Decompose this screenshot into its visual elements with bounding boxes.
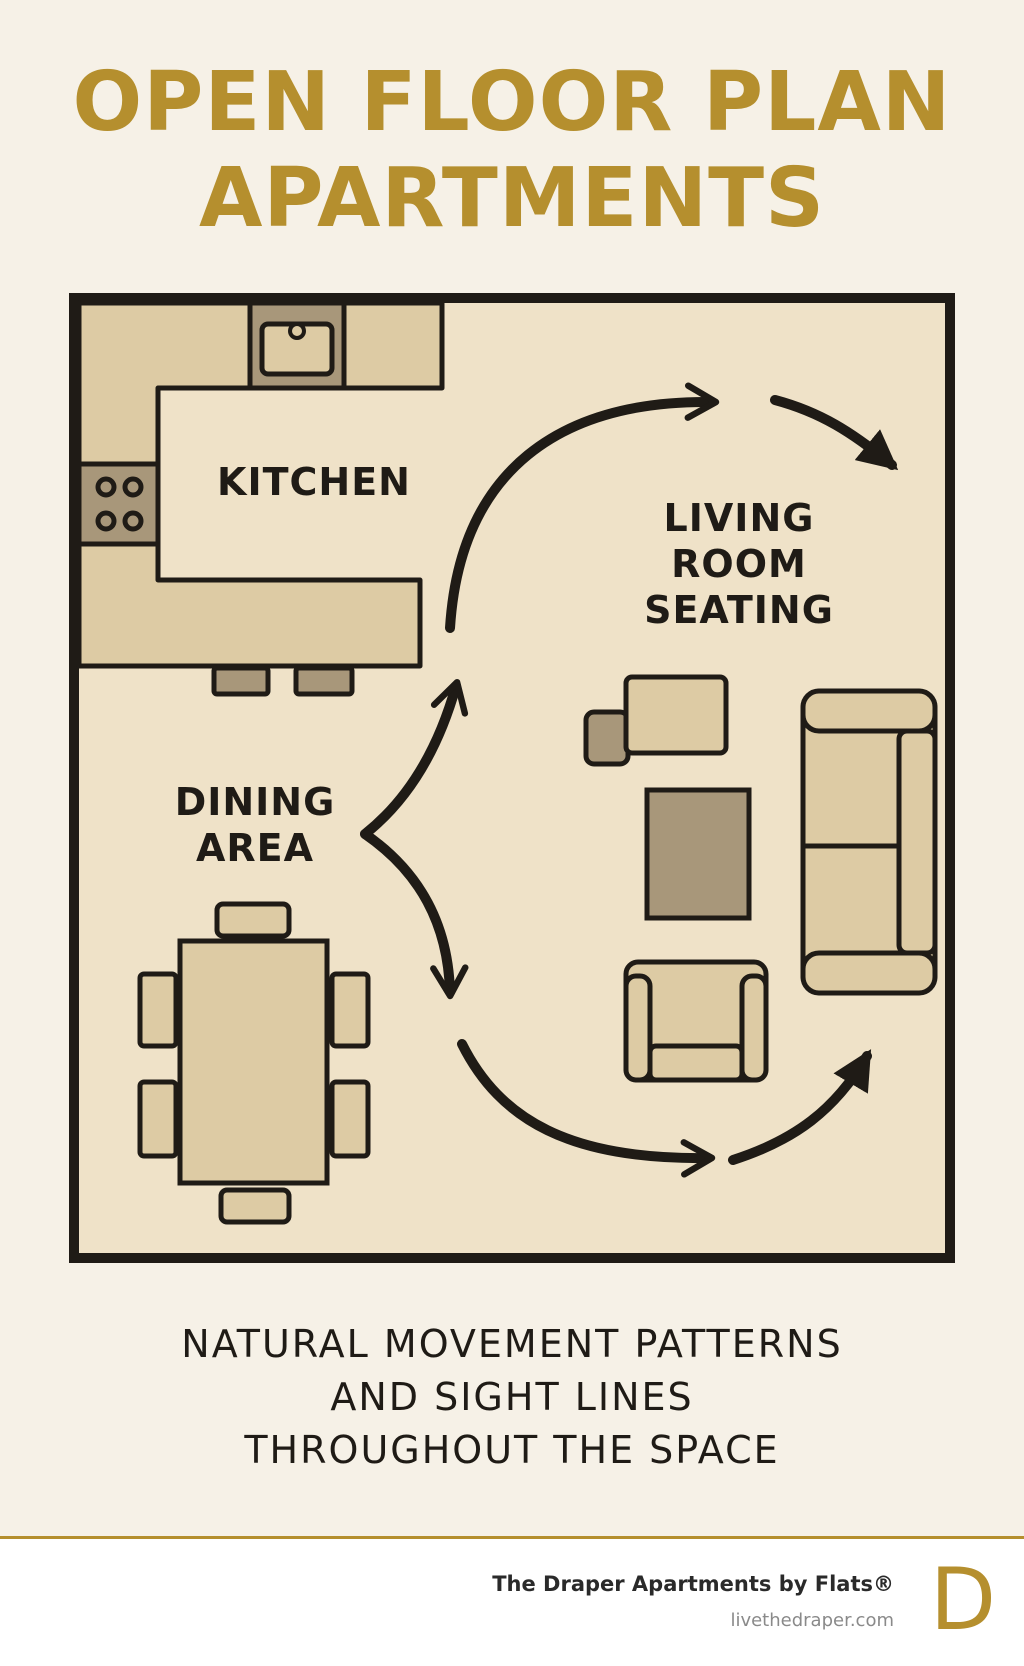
kitchen-counters [76,300,445,697]
dining-label-line-1: DINING [175,780,336,824]
arrow-upper-arc [445,382,720,633]
brand-logo: D [929,1550,997,1650]
stove-burners-icon [95,476,144,532]
dining-chair-left-lower [137,1079,179,1159]
arrow-upper-right [770,395,899,471]
living-label-line-3: SEATING [644,588,834,632]
stove-cabinet [76,461,161,547]
movement-arrows [360,382,899,1178]
page-title: OPEN FLOOR PLAN APARTMENTS [0,55,1024,247]
brand-url[interactable]: livethedraper.com [730,1610,894,1631]
side-chair-back [583,709,631,767]
bar-stool-left [211,665,271,697]
arrow-lower-arc [457,1039,716,1178]
sofa [800,688,938,996]
dining-chair-right-lower [329,1079,371,1159]
dining-chair-bottom [218,1187,292,1225]
coffee-table [644,787,752,921]
dining-set [137,901,371,1225]
bar-stool-right [293,665,355,697]
arrow-dining-up [360,678,469,839]
title-line-1: OPEN FLOOR PLAN [72,55,952,150]
dining-chair-left-upper [137,971,179,1049]
brand-name: The Draper Apartments by Flats® [492,1572,894,1596]
living-label-line-2: ROOM [671,542,807,586]
footer-divider [0,1536,1024,1539]
side-chair-seat [623,674,729,756]
dining-chair-right-upper [329,971,371,1049]
caption-line-1: NATURAL MOVEMENT PATTERNS [181,1322,843,1366]
title-line-2: APARTMENTS [198,151,826,246]
arrow-lower-right [728,1049,872,1165]
armchair [623,959,769,1083]
dining-label-line-2: AREA [196,826,314,870]
caption: NATURAL MOVEMENT PATTERNS AND SIGHT LINE… [0,1318,1024,1477]
footer [0,1539,1024,1666]
living-furniture [583,674,938,1083]
kitchen-label: KITCHEN [217,460,411,504]
arrow-dining-down [360,829,469,1000]
caption-line-2: AND SIGHT LINES [330,1375,694,1419]
living-label-line-1: LIVING [664,496,815,540]
caption-line-3: THROUGHOUT THE SPACE [244,1428,780,1472]
dining-table [177,938,330,1186]
dining-chair-top [214,901,292,939]
sink-icon [259,321,335,377]
